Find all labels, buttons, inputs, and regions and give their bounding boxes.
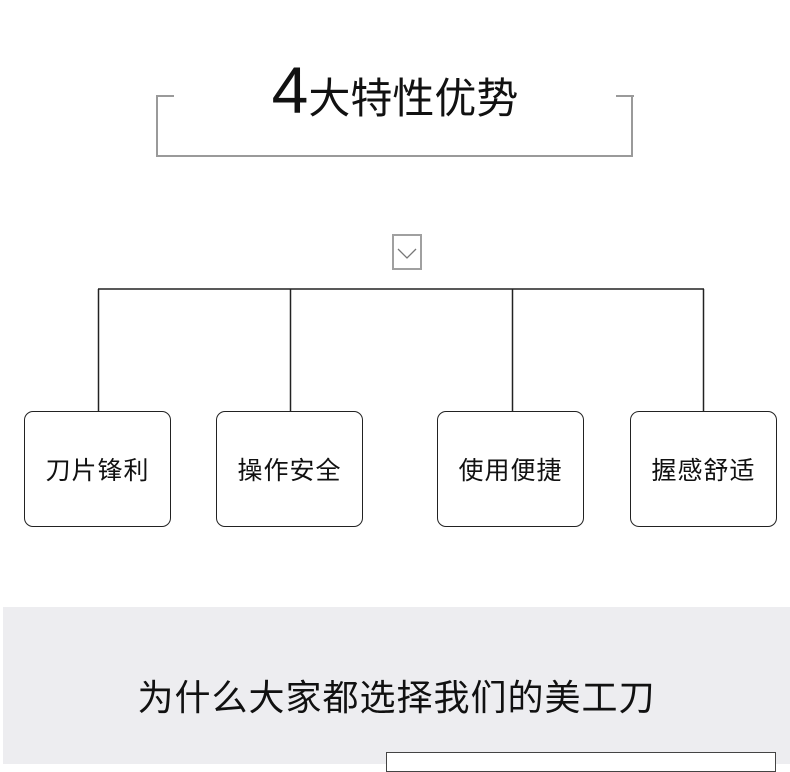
feature-label: 握感舒适: [651, 456, 756, 485]
feature-box-comfortable-grip: 握感舒适: [630, 411, 777, 527]
header-bracket-tick-left: [156, 95, 174, 97]
feature-box-sharp-blade: 刀片锋利: [24, 411, 171, 527]
feature-tree-connectors: [97, 288, 705, 411]
why-choose-title: 为什么大家都选择我们的美工刀: [137, 678, 656, 719]
header-bracket-frame: [156, 95, 633, 157]
chevron-down-icon: [397, 248, 417, 259]
content-frame: [386, 752, 776, 772]
header-bracket-tick-right: [616, 95, 634, 97]
expand-toggle[interactable]: [392, 234, 422, 270]
page-title: 4大特性优势: [160, 50, 630, 130]
why-choose-section: 为什么大家都选择我们的美工刀: [3, 607, 790, 772]
feature-box-easy-use: 使用便捷: [437, 411, 584, 527]
feature-box-safe-operation: 操作安全: [216, 411, 363, 527]
page-title-text: 大特性优势: [308, 74, 519, 123]
feature-label: 刀片锋利: [45, 456, 150, 485]
page-title-number: 4: [271, 53, 309, 127]
feature-label: 操作安全: [237, 456, 342, 485]
feature-label: 使用便捷: [458, 456, 563, 485]
